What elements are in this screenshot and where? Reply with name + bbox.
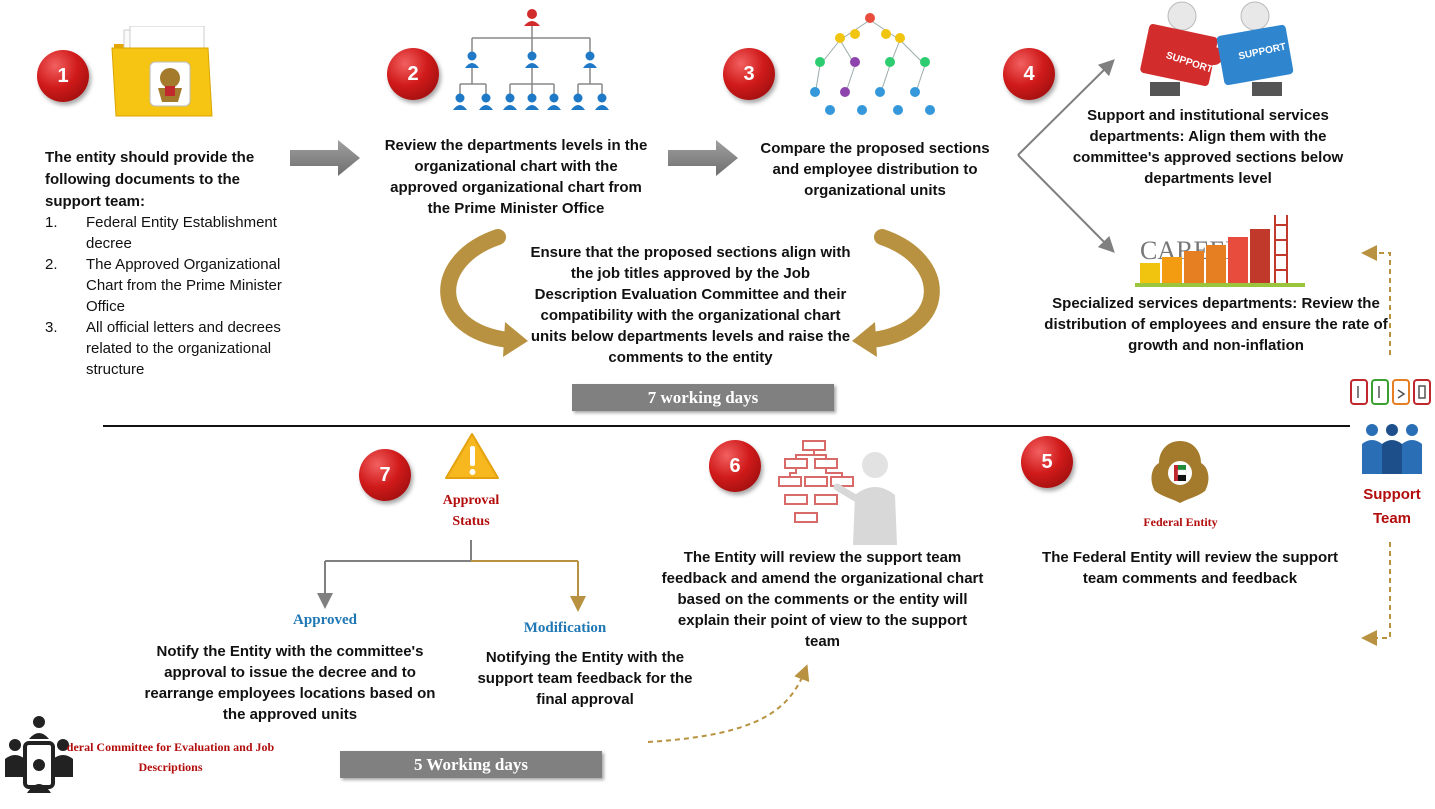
person-flowchart-icon — [778, 440, 897, 545]
step6-text: The Entity will review the support team … — [661, 549, 984, 650]
ensure-alignment-text: Ensure that the proposed sections align … — [530, 244, 851, 366]
support-puzzle-icon: SUPPORT SUPPORT — [1140, 1, 1294, 96]
step-4-badge: 4 — [1003, 48, 1055, 100]
uae-emblem-icon — [1151, 441, 1209, 503]
step2-text: Review the departments levels in the org… — [384, 137, 648, 217]
arrow-to-specialized-depts — [1017, 154, 1115, 253]
arrow-step1-to-2 — [290, 140, 360, 176]
committee-label: deral Committee for Evaluation and Job D… — [66, 740, 275, 774]
step-1-badge: 1 — [37, 50, 89, 102]
committee-meeting-icon — [5, 716, 73, 793]
step-3-badge: 3 — [723, 48, 775, 100]
approval-status-label: Approval Status — [442, 493, 500, 529]
approved-label: Approved — [293, 612, 357, 628]
folder-icon — [111, 26, 213, 117]
days-top-bar: 7 working days — [572, 384, 834, 411]
step1-document-list: 1.Federal Entity Establishment decree 2.… — [45, 212, 315, 380]
document-item: 1.Federal Entity Establishment decree — [45, 214, 277, 252]
support-team-label: Support Team — [1363, 486, 1421, 527]
curved-arrow-left-head — [503, 322, 528, 357]
document-item: 2.The Approved Organizational Chart from… — [45, 256, 282, 315]
specialized-departments-text: Specialized services departments: Review… — [1044, 295, 1388, 354]
curved-arrow-right-head — [852, 322, 877, 357]
arrow-to-support-depts — [1017, 59, 1115, 156]
step-7-badge: 7 — [359, 449, 411, 501]
days-bottom-bar: 5 Working days — [340, 751, 602, 778]
curved-arrow-right — [864, 229, 940, 348]
career-steps-icon: CAREER — [1135, 215, 1305, 287]
curved-arrow-left — [440, 229, 516, 348]
support-departments-text: Support and institutional services depar… — [1072, 107, 1344, 187]
support-team-icon — [1350, 379, 1431, 474]
step3-text: Compare the proposed sections and employ… — [760, 140, 990, 199]
step-5-badge: 5 — [1021, 436, 1073, 488]
dashed-arrow-support-down — [1361, 542, 1391, 646]
approved-text: Notify the Entity with the committee's a… — [144, 643, 436, 723]
arrow-step2-to-3 — [668, 140, 738, 176]
modification-label: Modification — [523, 620, 607, 636]
dashed-arrow-to-step6 — [647, 664, 810, 743]
step1-heading: The entity should provide the following … — [45, 149, 255, 210]
people-network-icon — [810, 13, 935, 115]
step-6-badge: 6 — [709, 440, 761, 492]
step5-text: The Federal Entity will review the suppo… — [1042, 549, 1338, 587]
document-item: 3.All official letters and decrees relat… — [45, 319, 281, 378]
org-chart-icon — [453, 9, 609, 110]
warning-icon — [445, 433, 499, 479]
federal-entity-label: Federal Entity — [1143, 515, 1218, 529]
dashed-arrow-support-up — [1361, 245, 1391, 355]
step-2-badge: 2 — [387, 48, 439, 100]
modification-text: Notifying the Entity with the support te… — [477, 649, 693, 708]
